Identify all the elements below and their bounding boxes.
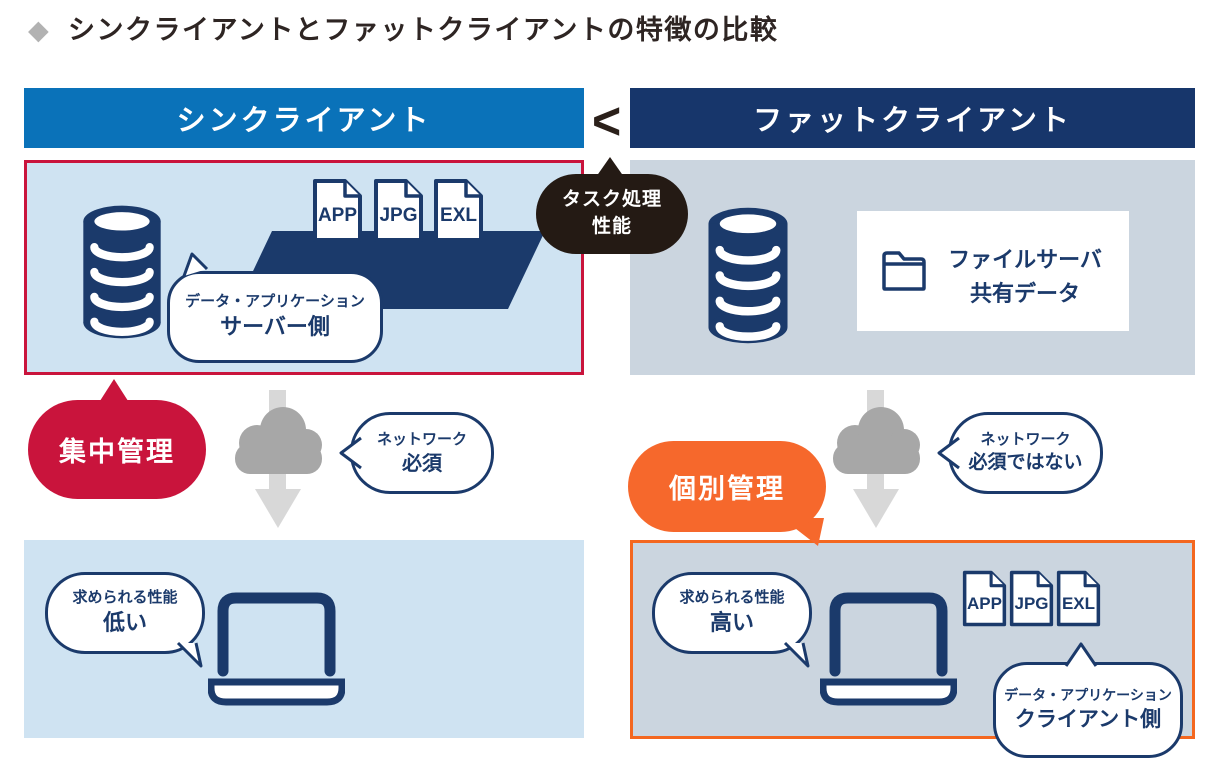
performance-bubble-line1: 求められる性能 xyxy=(72,589,178,607)
client-side-bubble-line1: データ・アプリケーション xyxy=(1004,686,1172,703)
cloud-icon xyxy=(235,407,322,474)
file-server-label-line1: ファイルサーバ xyxy=(948,247,1102,272)
cloud-icon xyxy=(833,407,920,474)
network-bubble-line2: 必須 xyxy=(402,452,442,475)
centralized-management-badge: 集中管理 xyxy=(28,400,206,499)
page-title: シンクライアントとファットクライアントの特徴の比較 xyxy=(68,15,779,45)
server-side-bubble-line2: サーバー側 xyxy=(220,314,330,340)
client-side-bubble: データ・アプリケーション クライアント側 xyxy=(993,662,1183,758)
performance-high-bubble: 求められる性能 高い xyxy=(652,572,812,654)
task-bubble-line1: タスク処理 xyxy=(561,189,662,211)
fat-client-header: ファットクライアント xyxy=(630,88,1195,148)
document-icon-jpg: JPG xyxy=(373,178,424,243)
less-than-operator: < xyxy=(592,91,622,151)
document-icon-app: APP xyxy=(312,178,363,243)
task-bubble-pointer xyxy=(596,157,624,177)
task-performance-bubble: タスク処理 性能 xyxy=(536,174,688,254)
laptop-icon xyxy=(820,592,957,706)
file-server-label-line2: 共有データ xyxy=(969,281,1080,307)
performance-bubble-line1: 求められる性能 xyxy=(679,589,785,607)
database-icon xyxy=(83,205,161,339)
bubble-tail xyxy=(937,436,960,470)
management-badge-pointer xyxy=(98,379,130,404)
network-transfer-icon xyxy=(235,390,322,528)
file-type-label: JPG xyxy=(379,204,418,226)
individual-management-badge: 個別管理 xyxy=(628,441,826,532)
bubble-tail xyxy=(182,252,209,277)
file-server-label: ファイルサーバ 共有データ xyxy=(930,243,1120,311)
thin-client-header: シンクライアント xyxy=(24,88,584,148)
server-side-bubble: データ・アプリケーション サーバー側 xyxy=(167,271,383,363)
database-icon xyxy=(708,207,788,344)
file-type-label: JPG xyxy=(1014,593,1049,613)
network-transfer-icon xyxy=(833,390,920,528)
network-required-bubble: ネットワーク 必須 xyxy=(350,412,494,494)
client-side-bubble-line2: クライアント側 xyxy=(1014,708,1162,732)
network-bubble-line2: 必須ではない xyxy=(968,452,1083,474)
performance-bubble-line2: 高い xyxy=(709,610,754,636)
file-type-label: APP xyxy=(317,204,358,226)
bubble-tail xyxy=(783,641,810,668)
document-icon-exl: EXL xyxy=(433,178,484,243)
file-type-label: APP xyxy=(967,593,1002,613)
bubble-tail xyxy=(176,641,203,668)
network-bubble-line1: ネットワーク xyxy=(980,431,1071,449)
network-bubble-line1: ネットワーク xyxy=(376,430,467,448)
file-type-label: EXL xyxy=(1061,593,1096,613)
bubble-tail xyxy=(1064,642,1098,667)
file-type-label: EXL xyxy=(440,204,477,226)
bubble-tail xyxy=(339,436,362,470)
performance-low-bubble: 求められる性能 低い xyxy=(45,572,205,654)
performance-bubble-line2: 低い xyxy=(102,610,147,636)
task-bubble-line2: 性能 xyxy=(591,216,632,237)
file-server-card xyxy=(857,211,1129,331)
laptop-icon xyxy=(208,592,345,706)
server-side-bubble-line1: データ・アプリケーション xyxy=(185,293,365,311)
document-icon-exl: EXL xyxy=(1056,567,1101,630)
network-optional-bubble: ネットワーク 必須ではない xyxy=(948,412,1103,494)
document-icon-jpg: JPG xyxy=(1009,567,1054,630)
folder-icon xyxy=(882,251,926,291)
diamond-bullet-icon: ◆ xyxy=(28,15,49,45)
document-icon-app: APP xyxy=(962,567,1007,630)
